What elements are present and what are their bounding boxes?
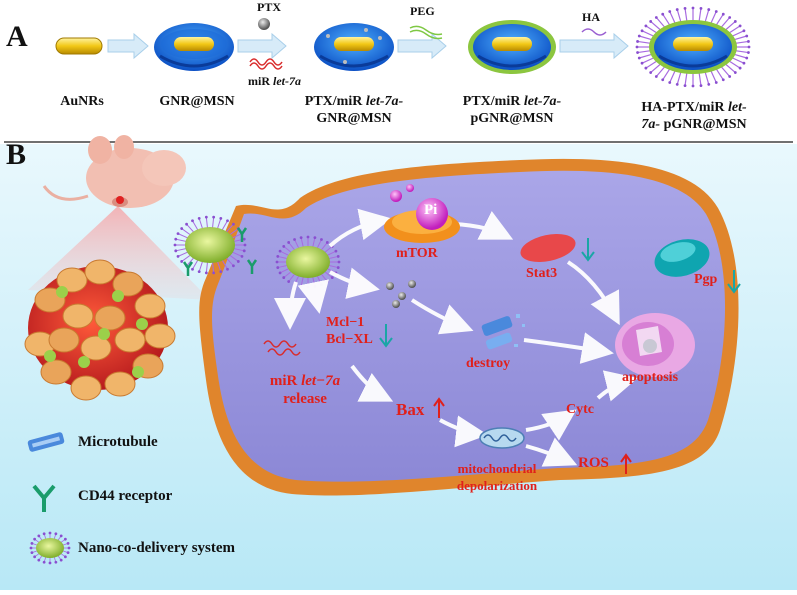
pathway-arrows (274, 208, 638, 467)
reagent-ha: HA (582, 10, 600, 24)
legend-cd44-icon (32, 484, 56, 512)
label-bax: Bax (396, 400, 425, 419)
aunr-rod (55, 37, 103, 55)
reagent-mir: miR let-7a (248, 74, 301, 88)
mitochondrion (479, 427, 525, 449)
label-pi: Pi (424, 202, 438, 218)
label-gnr-msn: GNR@MSN (159, 94, 235, 109)
label-ros: ROS (578, 455, 609, 471)
synthesis-arrows (107, 32, 629, 60)
reagent-ptx: PTX (257, 0, 281, 14)
peg-strand-icon (409, 25, 443, 40)
gnr-msn-particle (154, 23, 234, 71)
label-mtor: mTOR (396, 246, 438, 261)
label-aunrs: AuNRs (60, 94, 104, 109)
stat3-protein (520, 234, 576, 262)
panel-a-letter: A (6, 20, 28, 53)
nano-particle-inside (275, 235, 341, 289)
label-destroy: destroy (466, 356, 511, 371)
microtubule-fragments (481, 314, 525, 350)
panel-a (4, 6, 793, 143)
mouse-illustration (42, 135, 186, 208)
up-arrow-bax (433, 397, 445, 418)
ptx-mir-pgnr-msn-particle (468, 20, 556, 74)
down-arrow-stat3 (581, 238, 595, 262)
tumor-cluster (24, 259, 176, 401)
label-ptx-mir-gnr-msn: PTX/miR let-7a-GNR@MSN (304, 94, 404, 126)
mir-strand-icon (249, 58, 283, 70)
panel-b-letter: B (6, 138, 27, 171)
ptx-dots (386, 280, 416, 308)
pgp-transporter (654, 239, 710, 277)
panel-b (0, 135, 797, 590)
ha-strand-icon (581, 28, 607, 36)
up-arrow-ros (620, 453, 632, 474)
legend-microtubule-icon (27, 432, 65, 452)
label-apoptosis: apoptosis (622, 370, 679, 385)
mir-release-strands (263, 340, 301, 356)
ha-ptx-mir-pgnr-msn-particle (635, 6, 751, 88)
nano-particle-outside (173, 215, 247, 275)
label-ptx-mir-pgnr-msn: PTX/miR let-7a-pGNR@MSN (462, 94, 562, 126)
legend-nano-icon (29, 531, 71, 565)
cd44-receptors (182, 227, 258, 276)
ptx-mir-gnr-msn-particle (314, 23, 394, 71)
legend-nano-label: Nano-co-delivery system (78, 540, 236, 556)
legend-cd44-label: CD44 receptor (78, 488, 173, 504)
label-ha-ptx-mir-pgnr-msn: HA-PTX/miR let-7a- pGNR@MSN (641, 100, 747, 132)
label-stat3: Stat3 (526, 266, 558, 281)
mtor-complex (384, 184, 460, 243)
label-cytc: Cytc (566, 402, 594, 417)
legend-microtubule-label: Microtubule (78, 434, 158, 450)
label-pgp: Pgp (694, 272, 718, 287)
apoptotic-cell (615, 313, 695, 377)
reagent-peg: PEG (410, 4, 435, 18)
down-arrow-bcl (379, 324, 393, 348)
ptx-molecule (258, 18, 270, 30)
down-arrow-pgp (727, 270, 741, 294)
